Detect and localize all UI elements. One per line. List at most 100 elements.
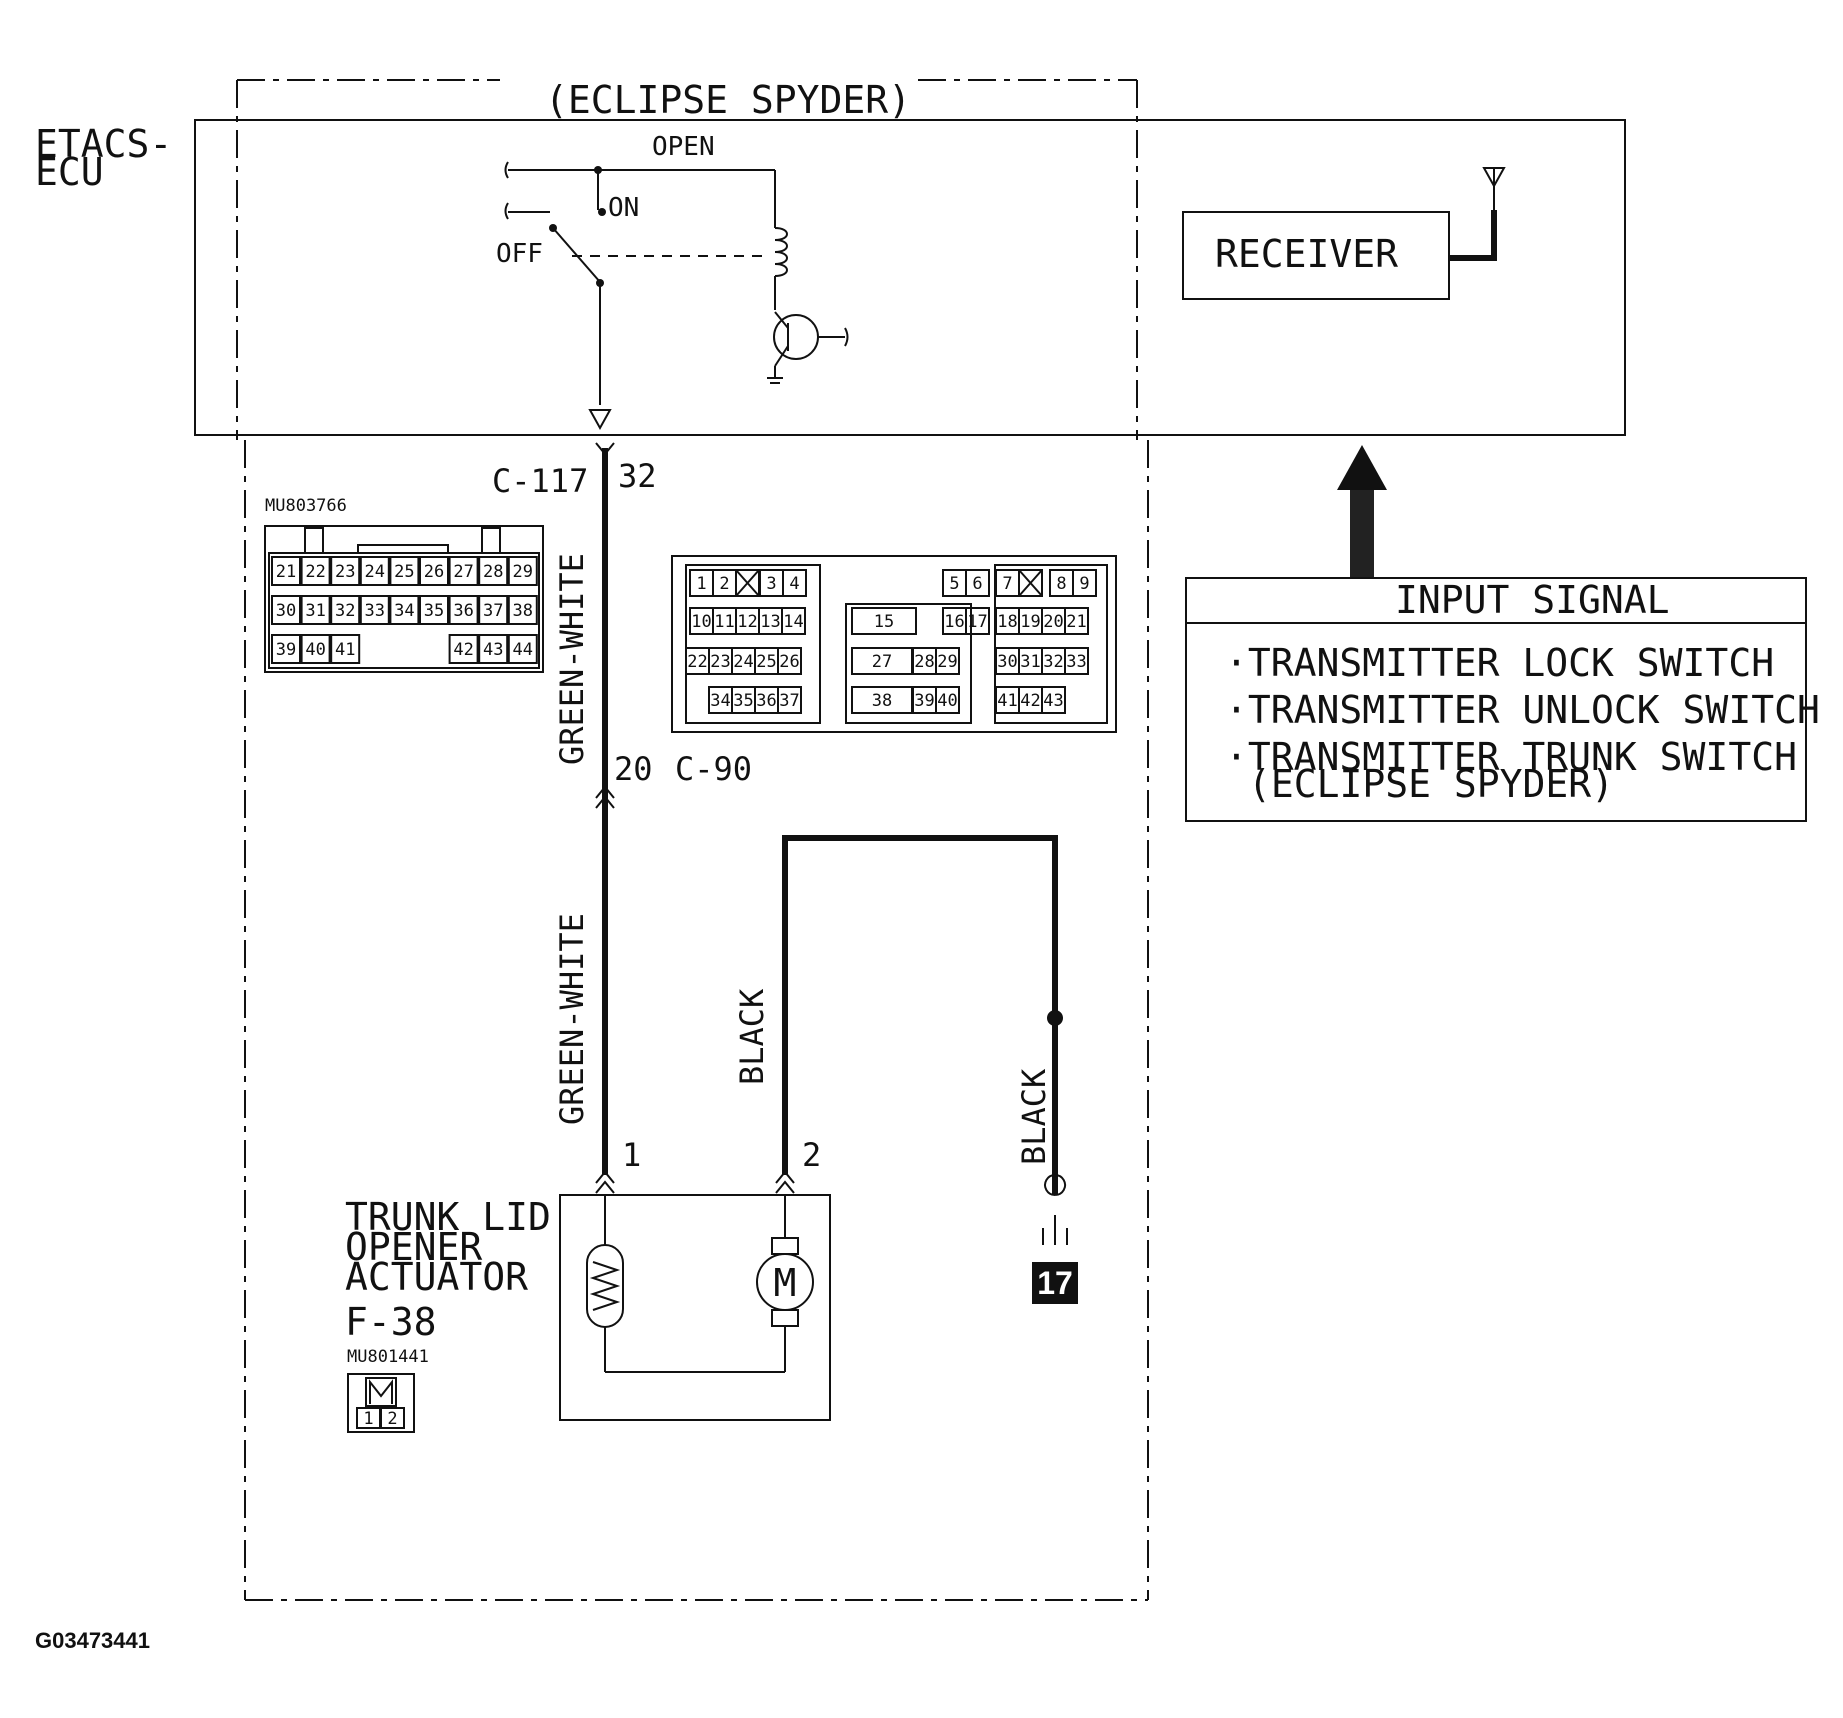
c90-pin-label: 1: [696, 574, 706, 594]
c90-pin-label: 15: [874, 612, 894, 632]
input-signal-item-3: ·TRANSMITTER TRUNK SWITCH: [1225, 735, 1797, 779]
black-wire-label-actuator: BLACK: [733, 988, 771, 1085]
c90-pin-label: 42: [1020, 691, 1040, 711]
c117-cell: [359, 595, 390, 625]
c90-cell: [851, 607, 917, 635]
actuator-terminal-1: [595, 1170, 615, 1194]
c90-pin-label: 4: [789, 574, 799, 594]
c117-pin-label: 32: [335, 601, 355, 621]
c117-cell: [507, 556, 538, 586]
c90-pin-label: 28: [914, 652, 934, 672]
c90-pin-label: 36: [756, 691, 776, 711]
c90-pin-label: 3: [766, 574, 776, 594]
c117-pin-label: 41: [335, 640, 355, 660]
c90-pin-label: 9: [1079, 574, 1089, 594]
c117-pin-label: 38: [513, 601, 533, 621]
c117-pin-label: 24: [365, 562, 385, 582]
ground-number: 17: [1037, 1265, 1073, 1301]
green-white-label-upper: GREEN-WHITE: [553, 553, 591, 765]
c117-cell: [359, 556, 390, 586]
c90-pin-label: 13: [760, 612, 780, 632]
c90-pin-label: 16: [944, 612, 964, 632]
c90-pin-label: 20: [1043, 612, 1063, 632]
c117-part-number: MU803766: [265, 496, 347, 516]
c117-cell: [330, 634, 361, 664]
c90-pin-label: 10: [691, 612, 711, 632]
c117-cell: [389, 556, 420, 586]
c90-pin-label: 29: [937, 652, 957, 672]
c117-pin-label: 21: [276, 562, 296, 582]
relay-switch-circuit: [504, 161, 849, 431]
c90-pin-label: 39: [914, 691, 934, 711]
receiver-label: RECEIVER: [1215, 232, 1398, 276]
c90-pin-label: 12: [737, 612, 757, 632]
c117-pin-label: 26: [424, 562, 444, 582]
switch-on-label: ON: [608, 193, 639, 223]
switch-off-label: OFF: [496, 239, 543, 269]
c117-cell: [448, 556, 479, 586]
c90-pin-label: 35: [733, 691, 753, 711]
actuator-connector-id: F-38: [345, 1300, 437, 1344]
c117-pin-label: 29: [513, 562, 533, 582]
c90-pin-label: 41: [997, 691, 1017, 711]
c90-pin-label: 24: [733, 652, 753, 672]
c117-cell: [507, 634, 538, 664]
c90-pin-label: 27: [872, 652, 892, 672]
input-signal-title: INPUT SIGNAL: [1395, 578, 1670, 622]
c117-pin-label: 22: [305, 562, 325, 582]
splice-point: [1047, 1010, 1063, 1026]
c90-pin-label: 21: [1066, 612, 1086, 632]
c90-pin-label: 38: [872, 691, 892, 711]
ground-icon: [1042, 1174, 1068, 1245]
c90-cell: [777, 686, 802, 714]
eclipse-spyder-boundary: [236, 79, 1149, 1601]
c90-pin-label: 31: [1020, 652, 1040, 672]
c117-pin-label: 28: [483, 562, 503, 582]
c117-cell: [448, 634, 479, 664]
c117-cell: [271, 595, 301, 625]
c90-pin-label: 40: [937, 691, 957, 711]
c117-id: C-117: [492, 462, 588, 500]
black-wire-label-ground: BLACK: [1015, 1068, 1053, 1165]
c90-cell: [1064, 647, 1089, 675]
c117-pin-label: 30: [276, 601, 296, 621]
c117-cell: [478, 634, 509, 664]
input-signal-item-1: ·TRANSMITTER LOCK SWITCH: [1225, 641, 1774, 685]
c117-cell: [419, 595, 449, 625]
c90-pin-label: 11: [714, 612, 734, 632]
c90-cell: [782, 569, 807, 597]
ground-number-badge: [1032, 1262, 1078, 1304]
c117-pin-label: 40: [305, 640, 325, 660]
c90-pin-label: 32: [1043, 652, 1063, 672]
c117-pin-label: 23: [335, 562, 355, 582]
c90-blank-cavity: [735, 569, 760, 597]
c117-cell: [419, 556, 449, 586]
input-signal-item-3-sub: (ECLIPSE SPYDER): [1248, 762, 1614, 806]
relay-coil: [774, 227, 788, 277]
c117-cell: [300, 634, 331, 664]
input-signal-box: [1185, 577, 1807, 822]
actuator-name-line3: ACTUATOR: [345, 1255, 528, 1299]
transistor: [773, 314, 819, 360]
c90-pin-label: 7: [1002, 574, 1012, 594]
c90-pin-label: 6: [972, 574, 982, 594]
c117-cell: [271, 556, 301, 586]
c90-pin-label: 37: [779, 691, 799, 711]
c117-pin-label: 35: [424, 601, 444, 621]
actuator-terminal-2: [775, 1170, 795, 1194]
c117-cell: [330, 595, 361, 625]
c90-cell: [935, 647, 960, 675]
c90-terminal-mark: [595, 785, 615, 809]
c90-pin-label: 14: [783, 612, 803, 632]
f38-pin-2: 2: [387, 1409, 397, 1429]
ecu-name-line1: ETACS-: [35, 122, 172, 166]
c90-cell: [781, 607, 806, 635]
c90-pin-label: 2: [719, 574, 729, 594]
c90-pin-label: 5: [949, 574, 959, 594]
c117-pin-label: 44: [513, 640, 533, 660]
c117-cell: [330, 556, 361, 586]
connector-f38-face: [347, 1373, 415, 1433]
